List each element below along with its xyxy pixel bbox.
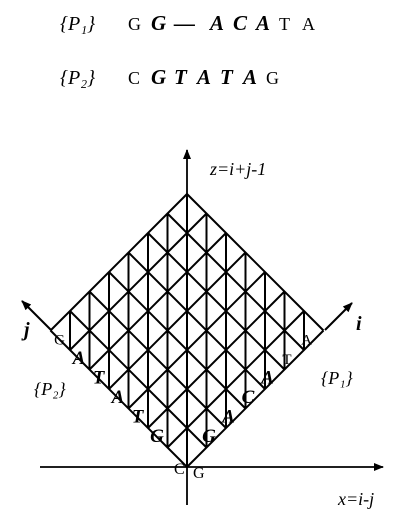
i-axis-label: i (356, 313, 362, 335)
grid-line-i-2 (88, 290, 227, 429)
grid-line-j-3 (127, 271, 266, 410)
sequence-p1-token-2: — (173, 11, 195, 35)
sequence-p2-token-4: T (220, 65, 234, 89)
grid-line-j-5 (88, 232, 227, 371)
sequence-p1-token-3: A (208, 11, 224, 35)
p2-letter-5: G (54, 333, 65, 349)
p2-letter-1: T (132, 407, 145, 428)
p2-letter-4: A (72, 348, 86, 369)
sequence-p2-label: {P₂} (60, 67, 95, 89)
p1-letter-5: A (301, 333, 312, 349)
sequence-p1-token-0: G (128, 14, 141, 34)
grid-line-i-1 (69, 310, 208, 449)
origin-left-label: C (174, 461, 185, 478)
z-axis-label: z=i+j-1 (209, 159, 266, 179)
grid-line-j-2 (147, 290, 286, 429)
sequence-p1-token-6: T (279, 14, 290, 34)
sequence-p2-token-3: A (195, 65, 211, 89)
grid-line-i-0 (49, 329, 188, 468)
sequence-p1-token-5: A (254, 11, 270, 35)
grid-line-j-4 (108, 251, 247, 390)
grid-line-j-1 (166, 310, 305, 449)
p2-letter-3: T (93, 368, 106, 389)
i-axis-arrow (324, 302, 353, 331)
sequence-p1-token-1: G (151, 11, 166, 35)
p1-letter-1: A (221, 407, 235, 428)
grid-line-i-6 (166, 212, 305, 351)
grid-line-i-5 (147, 232, 286, 371)
grid-line-j-0 (186, 329, 325, 468)
p1-group-label: {P₁} (321, 368, 353, 388)
grid-line-i-7 (186, 193, 325, 332)
j-axis-arrow (21, 300, 52, 331)
p1-letter-2: C (242, 387, 255, 408)
j-axis-label: j (21, 319, 30, 341)
sequence-p1-label: {P₁} (60, 13, 95, 35)
grid-line-j-7 (49, 193, 188, 332)
sequence-p2-token-0: C (128, 68, 140, 88)
p1-letter-3: A (260, 368, 274, 389)
x-axis-label: x=i-j (337, 489, 374, 509)
sequence-p2-token-1: G (151, 65, 166, 89)
p1-letter-4: T (282, 352, 291, 368)
origin-right-label: G (193, 465, 205, 482)
sequence-p2-token-2: T (174, 65, 188, 89)
p2-letter-0: G (150, 426, 164, 447)
sequence-p2-token-6: G (266, 68, 279, 88)
sequence-p1-token-4: C (233, 11, 248, 35)
p2-letter-2: A (111, 387, 125, 408)
sequence-p1-token-7: A (302, 14, 315, 34)
p1-letter-0: G (202, 426, 216, 447)
grid-line-j-6 (69, 212, 208, 351)
grid-line-i-3 (108, 271, 247, 410)
p2-group-label: {P₂} (34, 379, 66, 399)
sequence-p2-token-5: A (241, 65, 257, 89)
grid-line-i-4 (127, 251, 266, 390)
